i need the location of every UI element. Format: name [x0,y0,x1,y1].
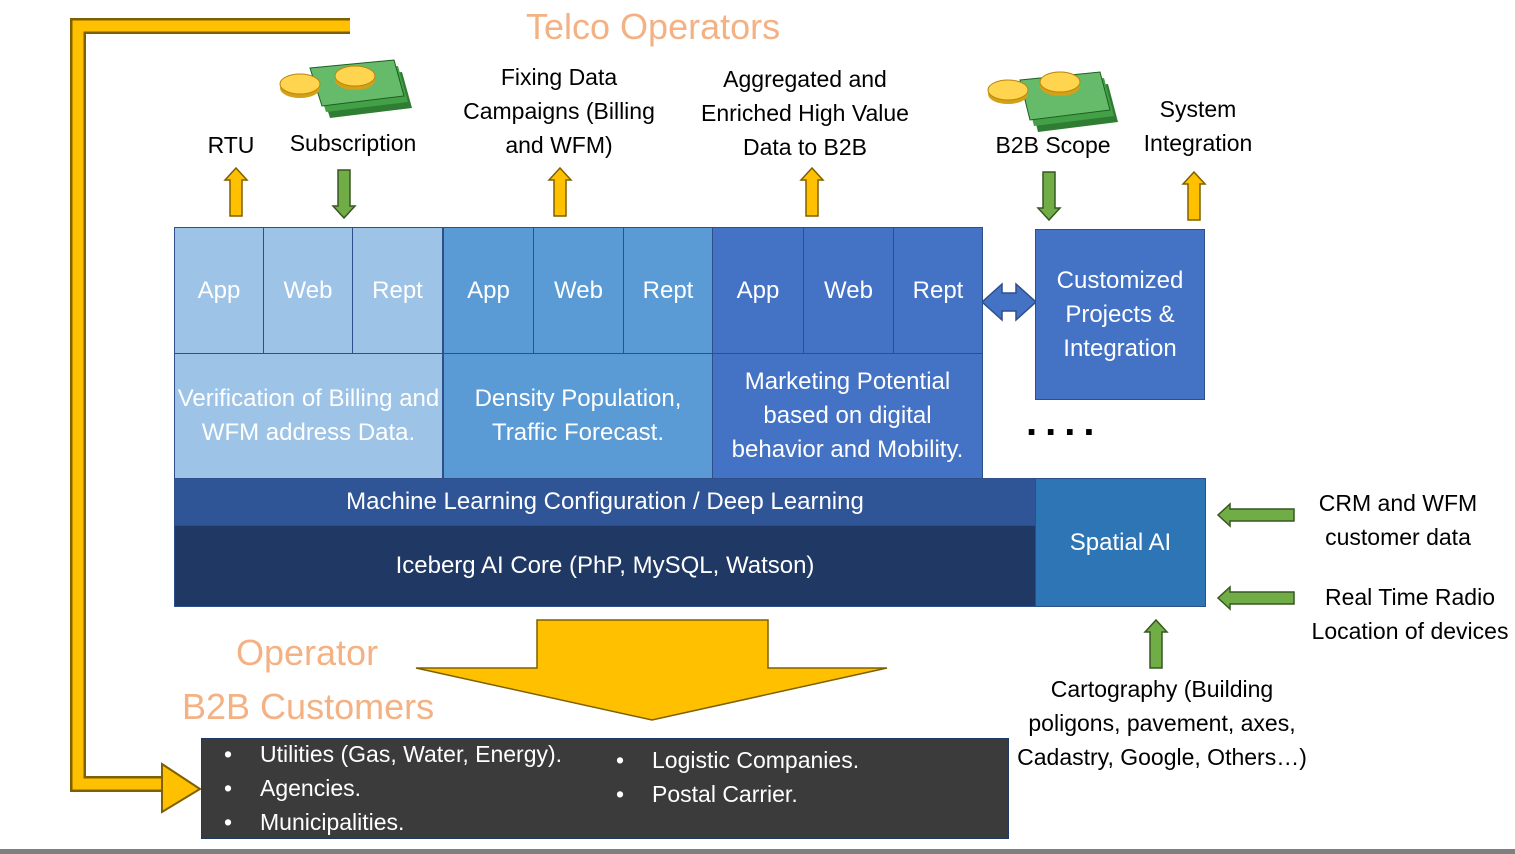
customers-list-right: Logistic Companies. Postal Carrier. [616,743,859,811]
module-1-description: Verification of Billing and WFM address … [174,353,443,479]
customers-list-left: Utilities (Gas, Water, Energy). Agencies… [224,737,562,839]
title-b2b-customers: B2B Customers [182,686,435,727]
module-3-web: Web [803,227,894,354]
big-down-arrow [415,619,888,721]
label-aggregated-data: Aggregated and Enriched High Value Data … [701,66,909,160]
list-item: Municipalities. [224,805,562,839]
ellipsis: .... [1026,400,1103,444]
label-fixing-data: Fixing Data Campaigns (Billing and WFM) [463,64,655,158]
module-3-rept: Rept [893,227,983,354]
list-item: Logistic Companies. [616,743,859,777]
module-2-rept: Rept [623,227,713,354]
customized-projects-box: Customized Projects & Integration [1035,229,1205,400]
label-crm-wfm: CRM and WFM customer data [1318,490,1478,550]
module-1-rept: Rept [352,227,443,354]
label-b2b-scope: B2B Scope [995,132,1111,158]
module-2-description: Density Population, Traffic Forecast. [443,353,713,479]
title-telco-operators: Telco Operators [526,6,781,47]
money-icon [279,59,412,118]
module-1-app: App [174,227,264,354]
list-item: Postal Carrier. [616,777,859,811]
module-2-web: Web [533,227,624,354]
module-2-app: App [443,227,534,354]
core-layer: Iceberg AI Core (PhP, MySQL, Watson) [174,525,1036,607]
label-subscription: Subscription [289,130,417,156]
ml-layer: Machine Learning Configuration / Deep Le… [174,478,1036,526]
label-rtu: RTU [207,132,255,158]
module-1-web: Web [263,227,353,354]
customers-box: Utilities (Gas, Water, Energy). Agencies… [201,737,1009,839]
money-icon [987,71,1118,132]
label-system-integration: System Integration [1143,96,1253,156]
title-operator: Operator [236,632,379,673]
module-3-description: Marketing Potential based on digital beh… [712,353,983,479]
module-3-app: App [712,227,804,354]
list-item: Agencies. [224,771,562,805]
label-cartography: Cartography (Building poligons, pavement… [1017,676,1307,770]
bidirectional-arrow [980,282,1038,322]
list-item: Utilities (Gas, Water, Energy). [224,737,562,771]
spatial-ai-box: Spatial AI [1035,478,1206,607]
label-radio-location: Real Time Radio Location of devices [1311,584,1509,644]
loop-arrowhead [161,762,202,814]
